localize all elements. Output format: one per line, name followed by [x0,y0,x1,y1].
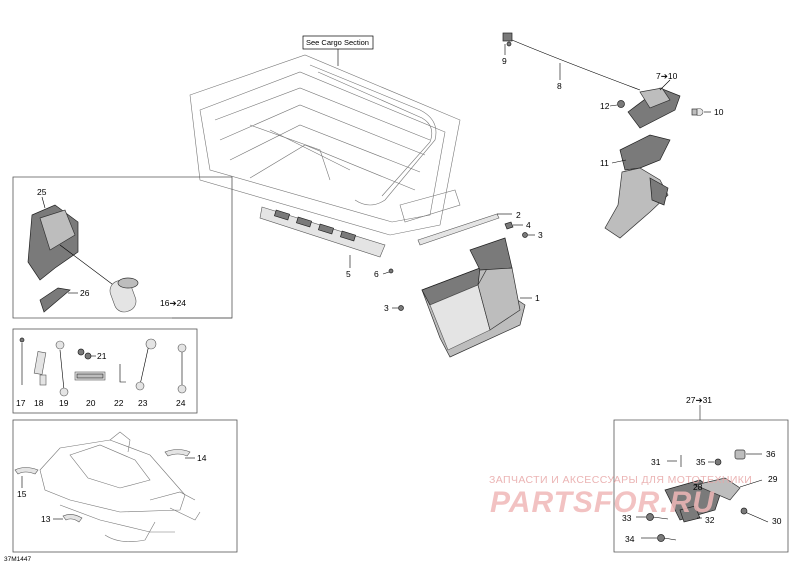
tools-box [12,328,198,414]
callout-9: 9 [502,56,507,66]
part-24-wrench [177,343,187,394]
callout-33: 33 [622,513,632,523]
callout-3: 3 [538,230,543,240]
callout-12: 12 [600,101,610,111]
part-10-bulb [691,108,711,116]
decals-box [12,419,238,553]
cargo-note-text: See Cargo Section [306,38,369,47]
part-18-fuse [33,351,47,386]
part-17-tool [19,337,25,385]
part-35-nut [708,458,722,466]
callout-31: 31 [651,457,661,467]
callout-16-24: 16➔24 [160,298,186,308]
callouts: 1 2 3 3 4 5 6 7➔10 8 9 10 11 12 13 14 15… [16,56,782,544]
part-14-decal [164,449,195,459]
watermark-logo: PARTSFOR.RU [490,486,715,519]
part-20-pouch [74,371,106,381]
kit-box [613,405,789,553]
part-16-24-toolbag [109,277,139,313]
part-3-screw-left [392,305,404,311]
part-31-pin [667,455,682,467]
part-1-cargo-box [421,237,532,358]
toolkit-box [12,176,233,319]
callout-30: 30 [772,516,782,526]
part-6-screw [382,268,394,275]
part-23-spanner [135,338,157,391]
watermark: ЗАПЧАСТИ И АКСЕССУАРЫ ДЛЯ МОТОТЕХНИКИ PA… [489,474,752,519]
part-11-bracket [604,134,671,239]
callout-5: 5 [346,269,351,279]
callout-26: 26 [80,288,90,298]
callout-1: 1 [535,293,540,303]
watermark-tagline: ЗАПЧАСТИ И АКСЕССУАРЫ ДЛЯ МОТОТЕХНИКИ [489,474,752,486]
callout-27-31: 27➔31 [686,395,712,405]
callout-11: 11 [600,158,609,168]
callout-17: 17 [16,398,26,408]
part-7-taillight [627,79,681,129]
part-36-cap [734,449,762,460]
callout-6: 6 [374,269,379,279]
callout-22: 22 [114,398,124,408]
part-4-nut [504,221,523,230]
part-2-strip [417,213,512,246]
part-13-decal [53,514,83,523]
callout-7-10: 7➔10 [656,71,678,81]
callout-20: 20 [86,398,96,408]
part-33-bolt [636,513,669,521]
callout-19: 19 [59,398,69,408]
part-8-9-wire [502,32,641,91]
figure-code: 37M1447 [4,556,31,563]
callout-13: 13 [41,514,51,524]
part-22-hexkey [119,364,126,383]
callout-24: 24 [176,398,186,408]
callout-21: 21 [97,351,107,361]
callout-25: 25 [37,187,47,197]
callout-35: 35 [696,457,706,467]
snowmobile-outline [39,431,201,542]
part-28-29-bracket [664,477,763,521]
part-21-bolts [77,348,96,360]
callout-8: 8 [557,81,562,91]
cargo-note: See Cargo Section [302,35,374,50]
callout-2: 2 [516,210,521,220]
callout-18: 18 [34,398,44,408]
rack-frame [189,48,461,236]
callout-36: 36 [766,449,776,459]
callout-23: 23 [138,398,148,408]
part-19-wrench [55,340,69,397]
callout-10: 10 [714,107,724,117]
callout-34: 34 [625,534,635,544]
callout-4: 4 [526,220,531,230]
callout-29: 29 [768,474,778,484]
callout-15: 15 [17,489,27,499]
part-12-grommet [609,100,625,108]
callout-3: 3 [384,303,389,313]
callout-28: 28 [693,482,703,492]
callout-14: 14 [197,453,207,463]
part-32-plate [679,505,702,523]
callout-32: 32 [705,515,715,525]
part-34-bolt [641,534,677,542]
part-30-bolt [740,507,769,523]
part-5-rail [259,206,386,268]
part-15-decal [14,467,39,488]
part-3-screw-top [522,232,535,238]
